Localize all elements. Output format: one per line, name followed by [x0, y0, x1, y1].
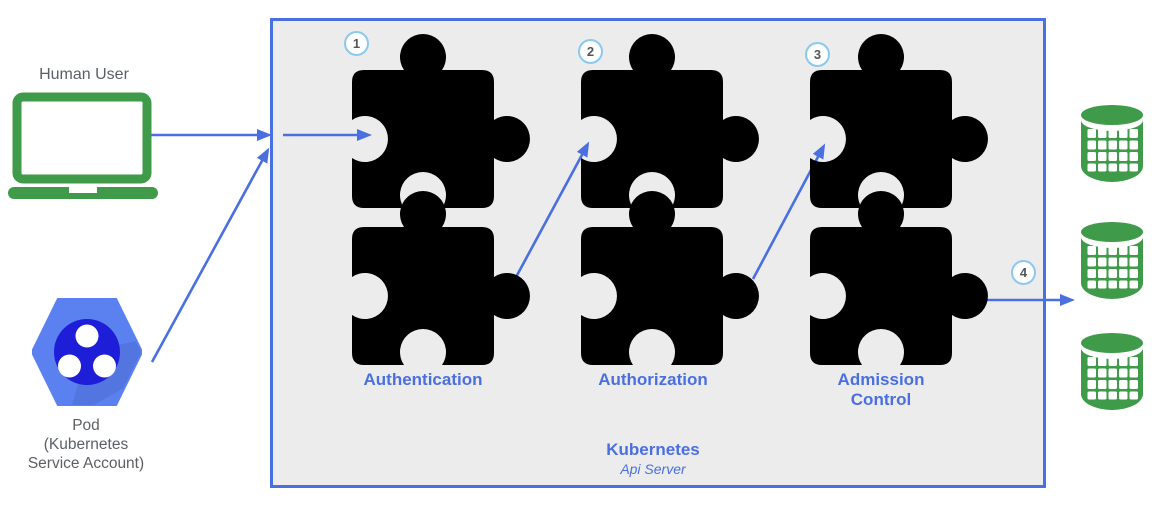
step-badge-3: 3 [805, 42, 830, 67]
stage-label-admission-control: Admission Control [837, 370, 925, 409]
puzzle-piece-icon [810, 191, 988, 365]
pod-label-line1: Pod [72, 417, 100, 434]
stage-label-authentication: Authentication [363, 370, 483, 389]
step-number: 1 [352, 36, 361, 51]
pod-label-line2: (Kubernetes [43, 436, 129, 453]
pod-label-line3: Service Account) [27, 455, 145, 472]
step-number: 3 [813, 47, 822, 62]
database-icon [1081, 105, 1143, 182]
step-badge-2: 2 [578, 39, 603, 64]
step-number: 2 [586, 44, 595, 59]
database-icon [1081, 222, 1143, 299]
api-server-title-block: Kubernetes Api Server [583, 440, 723, 477]
human-user-label: Human User [39, 66, 129, 83]
puzzle-piece-icon [810, 34, 988, 209]
puzzle-piece-icon [581, 191, 759, 365]
api-server-subtitle: Api Server [620, 461, 686, 477]
arrow-pod-to-box [150, 147, 270, 363]
database-icon [1081, 333, 1143, 410]
step-number: 4 [1019, 265, 1028, 280]
puzzle-piece-icon [352, 34, 530, 209]
pod-label: Pod (Kubernetes Service Account) [10, 416, 162, 473]
puzzle-piece-icon [581, 34, 759, 209]
puzzle-piece-icon [352, 191, 530, 365]
stage-label-authorization: Authorization [598, 370, 708, 389]
kubernetes-pod-hexagon-icon [32, 298, 142, 406]
laptop-icon [8, 92, 158, 199]
step-badge-1: 1 [344, 31, 369, 56]
step-badge-4: 4 [1011, 260, 1036, 285]
kubernetes-title: Kubernetes [606, 440, 700, 459]
